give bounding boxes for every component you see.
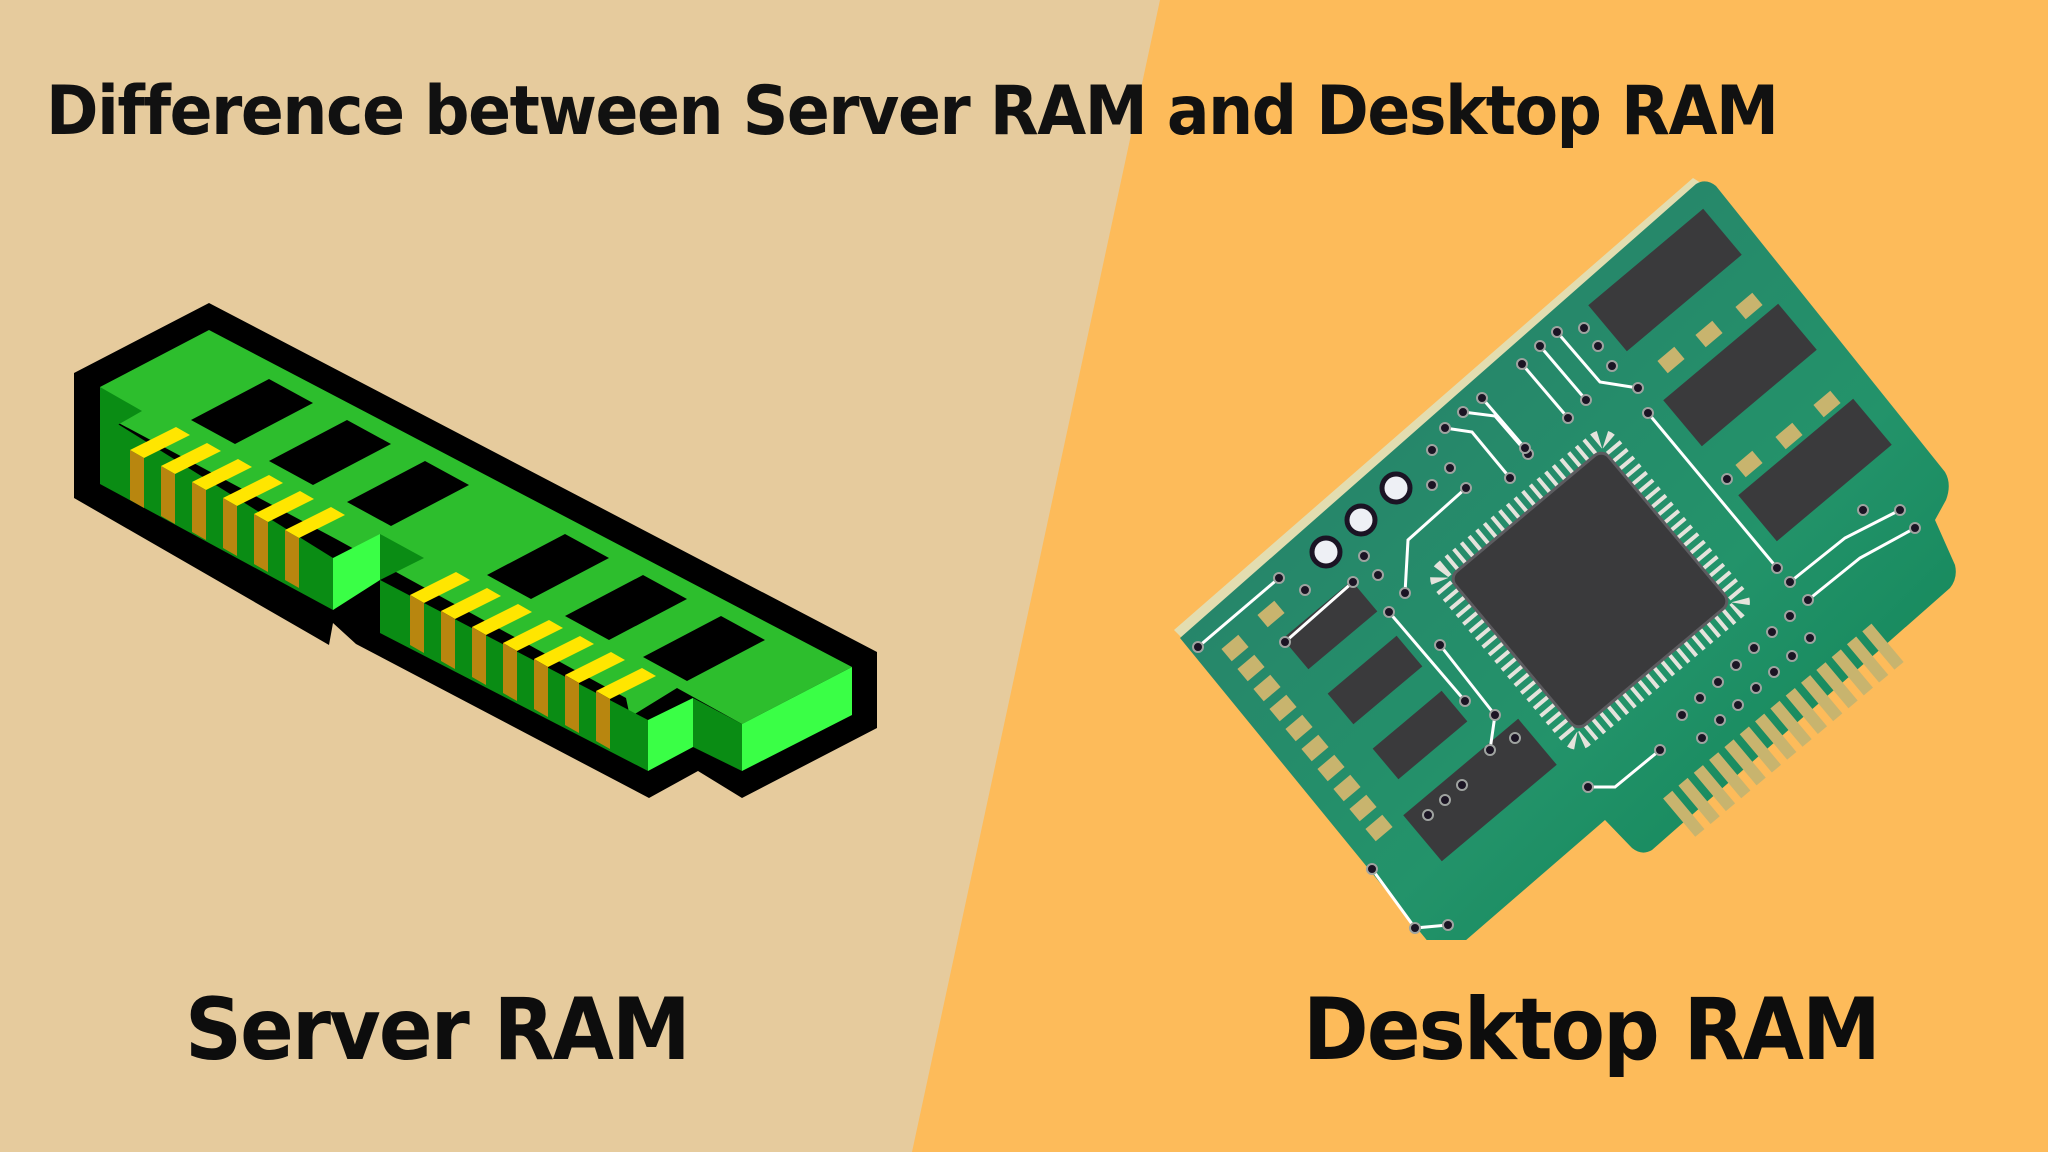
desktop-ram-circuit-board-icon — [1174, 178, 1956, 940]
page-title: Difference between Server RAM and Deskto… — [46, 72, 1779, 151]
server-ram-module-icon — [74, 303, 877, 798]
server-ram-label: Server RAM — [185, 980, 691, 1080]
desktop-ram-label: Desktop RAM — [1303, 980, 1881, 1080]
